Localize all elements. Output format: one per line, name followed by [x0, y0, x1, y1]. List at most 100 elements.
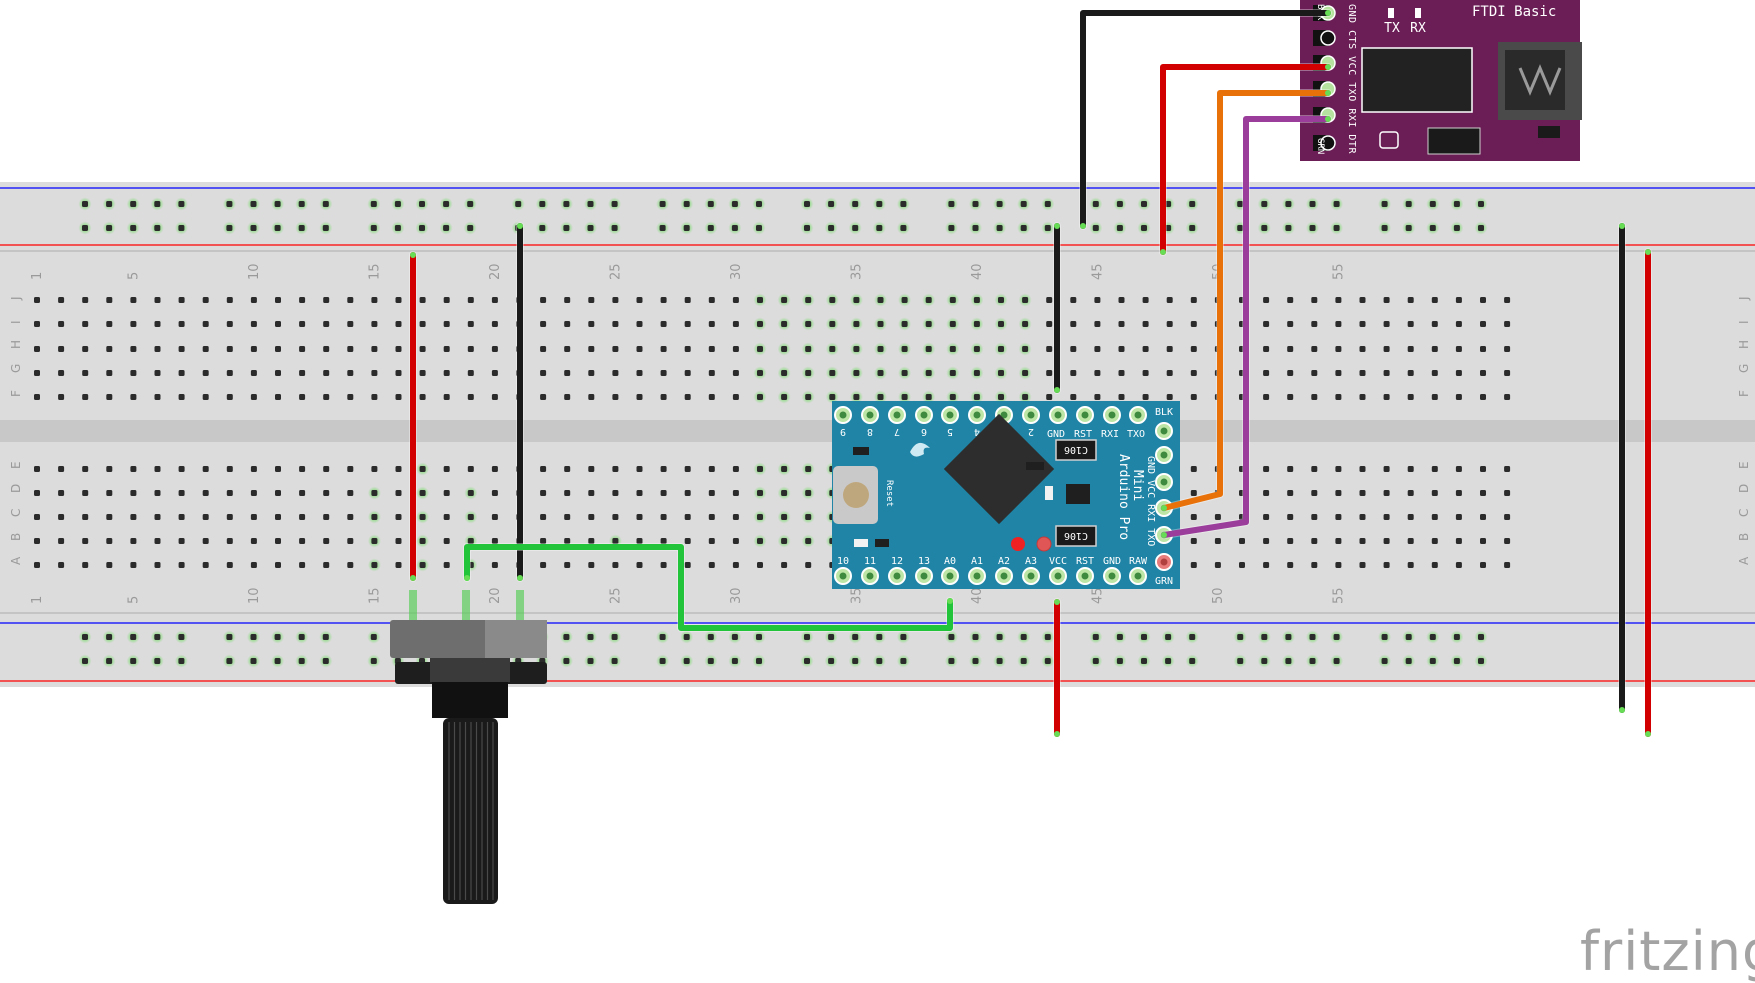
breadboard-hole	[1118, 346, 1125, 352]
breadboard-hole	[901, 346, 908, 352]
breadboard-hole	[1455, 346, 1462, 352]
ftdi-chip	[1361, 47, 1473, 113]
ftdi-edge-label: GRN	[1315, 138, 1325, 154]
breadboard-hole	[853, 346, 860, 352]
breadboard-hole	[588, 370, 595, 376]
breadboard-hole	[612, 490, 619, 496]
breadboard-hole	[1453, 201, 1460, 207]
breadboard-hole	[299, 297, 306, 303]
breadboard-hole	[154, 658, 161, 664]
breadboard-hole	[587, 225, 594, 231]
breadboard-hole	[564, 394, 571, 400]
breadboard-hole	[1504, 370, 1511, 376]
breadboard-hole	[58, 466, 65, 472]
breadboard-hole	[34, 538, 40, 544]
breadboard-hole	[1044, 225, 1051, 231]
breadboard-hole	[852, 658, 859, 664]
breadboard-hole	[540, 370, 547, 376]
breadboard-hole	[1335, 297, 1342, 303]
breadboard-hole	[781, 346, 788, 352]
breadboard-hole	[299, 370, 306, 376]
arduino-bottom-pin-hole	[1054, 572, 1062, 580]
column-label-bottom: 10	[247, 587, 262, 604]
breadboard-hole	[299, 514, 306, 520]
breadboard-hole	[1287, 346, 1294, 352]
breadboard-hole	[972, 201, 979, 207]
breadboard-hole	[1287, 562, 1294, 568]
row-label-right: C	[1737, 509, 1751, 517]
breadboard-hole	[1478, 634, 1484, 640]
breadboard-hole	[1504, 346, 1511, 352]
breadboard-hole	[1480, 370, 1486, 376]
column-label-bottom: 15	[367, 587, 382, 604]
breadboard-hole	[588, 562, 595, 568]
breadboard-hole	[877, 370, 884, 376]
column-label-bottom: 50	[1211, 587, 1226, 604]
breadboard-hole	[708, 321, 715, 327]
breadboard-hole	[1190, 321, 1197, 327]
regulator-chip	[1055, 439, 1097, 461]
breadboard-hole	[34, 562, 40, 568]
breadboard-hole	[1239, 562, 1245, 568]
breadboard-hole	[1118, 321, 1125, 327]
breadboard-hole	[684, 538, 691, 544]
breadboard-hole	[1504, 490, 1511, 496]
breadboard-hole	[370, 201, 377, 207]
breadboard-hole	[178, 514, 185, 520]
breadboard-hole	[82, 346, 89, 352]
breadboard-hole	[322, 225, 329, 231]
breadboard-hole	[972, 634, 979, 640]
breadboard-hole	[1429, 225, 1436, 231]
breadboard-hole	[973, 297, 980, 303]
column-label-top: 30	[729, 263, 744, 280]
breadboard-hole	[58, 321, 65, 327]
breadboard-hole	[588, 394, 595, 400]
breadboard-hole	[587, 658, 594, 664]
breadboard-hole	[876, 634, 883, 640]
breadboard-hole	[1092, 225, 1099, 231]
potentiometer[interactable]	[390, 590, 547, 904]
breadboard-hole	[178, 370, 185, 376]
breadboard-hole	[1455, 297, 1462, 303]
breadboard-hole	[1263, 466, 1270, 472]
breadboard-hole	[636, 370, 643, 376]
breadboard-hole	[1311, 346, 1318, 352]
breadboard-hole	[540, 538, 547, 544]
breadboard-hole	[1431, 562, 1438, 568]
arduino-bottom-pin-label: 13	[918, 556, 930, 567]
breadboard-hole	[322, 201, 329, 207]
breadboard-hole	[275, 490, 281, 496]
breadboard-hole	[684, 466, 691, 472]
breadboard-hole	[876, 225, 883, 231]
breadboard-hole	[708, 346, 715, 352]
breadboard-hole	[1383, 562, 1390, 568]
breadboard-hole	[82, 634, 88, 640]
breadboard-hole	[202, 370, 209, 376]
breadboard-hole	[154, 466, 161, 472]
arduino-top-pin-label: TXO	[1127, 429, 1145, 440]
breadboard-hole	[299, 466, 306, 472]
breadboard-hole	[370, 658, 377, 664]
breadboard-hole	[226, 562, 233, 568]
breadboard-hole	[298, 658, 305, 664]
arduino-bottom-pin-hole	[946, 572, 954, 580]
arduino-top-pin-hole	[1000, 411, 1008, 419]
arduino-top-pin-label: 4	[974, 426, 980, 437]
breadboard-hole	[274, 658, 281, 664]
arduino-pro-mini[interactable]: 98765432GNDRSTRXITXO10111213A0A1A2A3VCCR…	[832, 401, 1180, 589]
column-label-top: 55	[1331, 263, 1346, 280]
breadboard-hole	[371, 297, 378, 303]
breadboard-hole	[347, 370, 354, 376]
breadboard-hole	[1116, 634, 1123, 640]
breadboard-hole	[347, 346, 354, 352]
breadboard-hole	[1333, 201, 1340, 207]
breadboard-hole	[1381, 201, 1388, 207]
breadboard-hole	[1189, 634, 1196, 640]
breadboard-hole	[1455, 562, 1462, 568]
breadboard-hole	[1309, 201, 1316, 207]
breadboard-hole	[852, 225, 859, 231]
breadboard-hole	[491, 466, 498, 472]
breadboard-hole	[757, 490, 763, 496]
column-label-bottom: 25	[608, 587, 623, 604]
